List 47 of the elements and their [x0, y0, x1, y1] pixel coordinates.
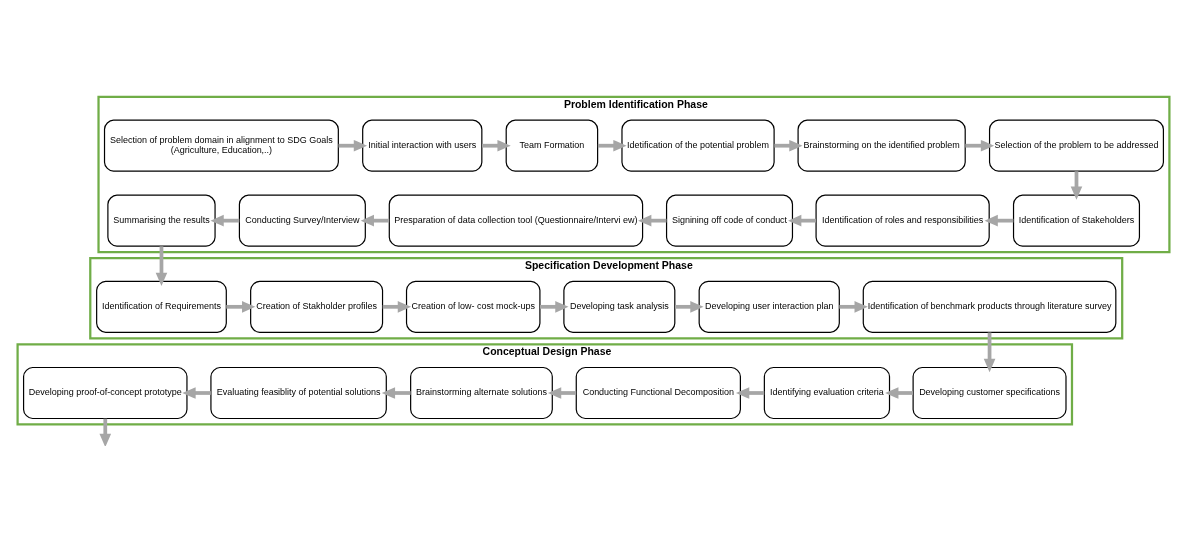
- arrow: [638, 214, 667, 227]
- arrow: [360, 214, 390, 227]
- node-box: Identification of Stakeholders: [1012, 194, 1141, 247]
- arrow: [382, 301, 412, 313]
- node-box: Developing user interaction plan: [698, 280, 840, 333]
- node-box: Summarising the results: [107, 194, 216, 247]
- arrow: [965, 139, 995, 152]
- arrow: [885, 387, 913, 399]
- node-box: Selection of the problem to be addressed: [988, 119, 1164, 172]
- arrow: [210, 214, 240, 227]
- arrow: [155, 246, 168, 286]
- node-box: Signining off code of conduct: [665, 194, 794, 247]
- arrow: [226, 301, 256, 313]
- arrow: [984, 214, 1014, 227]
- node-box: Creation of low- cost mock-ups: [405, 280, 541, 333]
- node-box: Initial interaction with users: [362, 119, 483, 172]
- node-box: Developing proof-of-concept prototype: [23, 366, 188, 420]
- node-box: Developing customer specifications: [912, 366, 1067, 420]
- node-box: Evaluating feasiblity of potential solutions: [210, 366, 387, 420]
- node-box: Brainstorming alternate solutions: [410, 366, 553, 420]
- arrow: [338, 139, 368, 152]
- arrow: [540, 301, 569, 313]
- arrow: [674, 301, 704, 313]
- node-box: Brainstorming on the identified problem: [797, 119, 966, 172]
- node-box: Creation of Stakholder profiles: [250, 280, 384, 333]
- node-box: Identification of roles and responsibilities: [815, 194, 990, 247]
- arrow: [788, 214, 816, 227]
- node-box: Conducting Survey/Interview: [238, 194, 366, 247]
- node-box: Idetification of the potential problem: [621, 119, 775, 172]
- node-box: Developing task analysis: [563, 280, 676, 333]
- arrow: [482, 139, 511, 152]
- node-box: Conducting Functional Decomposition: [575, 366, 741, 420]
- arrow: [983, 332, 996, 373]
- arrow: [99, 418, 112, 446]
- node-box: Presparation of data collection tool (Questionnaire/Intervi ew): [388, 194, 644, 247]
- arrow: [381, 387, 411, 399]
- arrow: [547, 387, 577, 399]
- node-box: Identification of benchmark products through literature survey: [862, 280, 1117, 333]
- arrow: [597, 139, 627, 152]
- arrow: [774, 139, 803, 152]
- arrow: [182, 387, 211, 399]
- node-box: Selection of problem domain in alignment to SDG Goals (Agriculture, Education,..): [103, 119, 339, 172]
- arrow: [839, 301, 868, 313]
- node-box: Identifying evaluation criteria: [763, 366, 891, 420]
- arrow: [735, 387, 765, 399]
- node-box: Team Formation: [505, 119, 599, 172]
- node-box: Identification of Requirements: [96, 280, 227, 333]
